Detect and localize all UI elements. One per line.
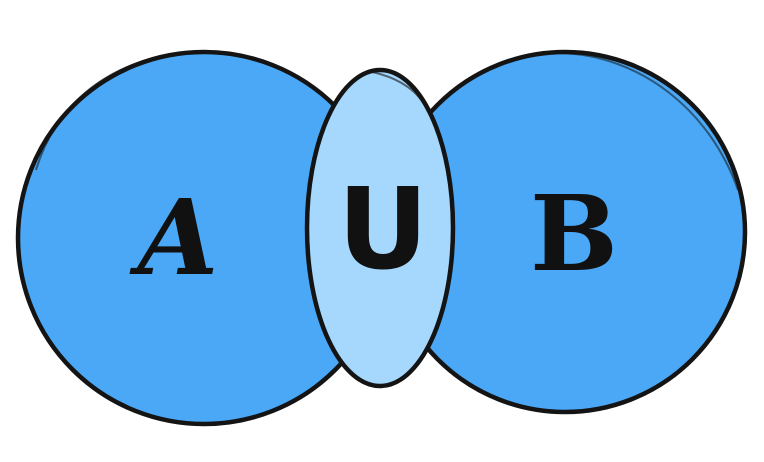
sketch-stroke-lens bbox=[371, 71, 429, 113]
set-a-label: A bbox=[129, 176, 219, 299]
sketch-stroke-a bbox=[35, 50, 211, 171]
set-b-label: B bbox=[530, 172, 618, 295]
intersection-region bbox=[304, 67, 456, 389]
sketch-stroke-b bbox=[559, 52, 739, 191]
union-operator-label: U bbox=[338, 165, 429, 295]
